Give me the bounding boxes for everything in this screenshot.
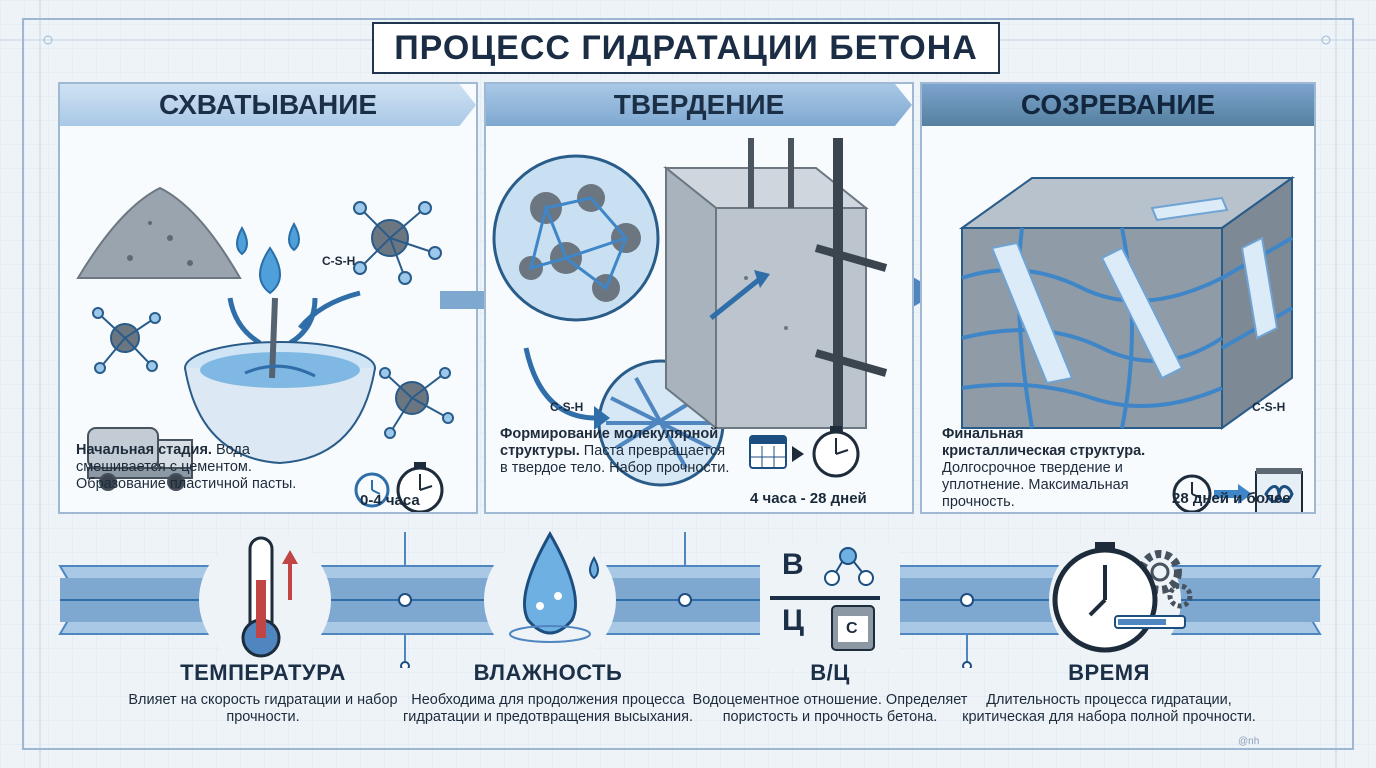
cement-bag-label: C [846,620,858,637]
stage-panel-setting: СХВАТЫВАНИЕ [58,82,478,514]
csh-label: C-S-H [1252,400,1286,414]
molecule-network-icon [492,154,660,322]
stage-description-text: Вода смешивается с цементом. Образование… [76,442,297,492]
stage-description-bold: Начальная стадия. [76,442,212,458]
factor-desc-wc-ratio: Водоцементное отношение. Определяет пори… [692,692,968,725]
mixing-bowl-icon [184,297,376,465]
calendar-icon [749,435,787,469]
stopwatch-icon [812,426,860,478]
stage-title: СХВАТЫВАНИЕ [60,84,476,126]
factor-title-time: ВРЕМЯ [1068,660,1150,685]
stage-description-bold: Формирование молекулярной структуры. [500,426,719,459]
clock-icon [1172,474,1212,512]
factors-ribbon [58,530,1322,668]
stage-illustration [492,138,888,487]
clock-icon [354,472,390,508]
thermometer-icon [241,536,298,658]
stage-duration: 0-4 часа [360,492,420,509]
water-drop-icon [236,221,300,295]
molecule-icon [824,547,874,586]
stage-panel-maturation: СОЗРЕВАНИЕ [920,82,1316,514]
stage-description-bold: Финальная кристаллическая структура. [942,426,1146,459]
stage-description-text: Долгосрочное твердение и уплотнение. Мак… [942,460,1129,510]
stage-description: Финальная кристаллическая структура. Дол… [942,426,1148,511]
stage-title: ТВЕРДЕНИЕ [486,84,912,126]
stage-illustration [76,186,454,512]
factor-desc-humidity: Необходима для продолжения процесса гидр… [403,692,693,725]
stage-description-text: Паста превращается в твердое тело. Набор… [500,443,730,476]
stage-duration: 4 часа - 28 дней [750,490,867,507]
factor-title-wc-ratio: В/Ц [810,660,850,685]
stopwatch-icon [396,462,444,512]
molecule-icon [379,367,454,439]
stage-description: Формирование молекулярной структуры. Пас… [500,426,730,477]
water-drop-icon [509,530,599,643]
stage-description: Начальная стадия. Вода смешивается с цем… [76,442,302,493]
stage-illustration [958,176,1303,512]
watermark: @nh [1238,736,1260,747]
outer-frame [22,18,1354,750]
factor-desc-time: Длительность процесса гидратации, критич… [962,692,1256,725]
wc-water-letter: В [782,548,804,581]
molecule-icon [353,201,442,285]
mixer-truck-icon [87,427,193,491]
gear-icon [1138,550,1193,609]
factor-title-temperature: ТЕМПЕРАТУРА [180,660,346,685]
factor-desc-temperature: Влияет на скорость гидратации и набор пр… [128,692,398,725]
page-title: ПРОЦЕСС ГИДРАТАЦИИ БЕТОНА [372,22,1000,74]
molecule-icon [92,307,161,374]
rebar-block-icon [663,138,888,468]
stage-title: СОЗРЕВАНИЕ [922,84,1314,126]
crystal-cube-icon [958,176,1296,430]
stage-panel-hardening: ТВЕРДЕНИЕ [484,82,914,514]
factor-title-humidity: ВЛАЖНОСТЬ [473,660,623,685]
cement-pile-icon [76,186,242,279]
infinity-icon [1255,468,1303,512]
stopwatch-icon [1052,542,1186,653]
cement-bag-icon [831,605,875,651]
wc-cement-letter: Ц [782,604,804,637]
csh-label: C-S-H [322,254,356,268]
stage-duration: 28 дней и более [1172,490,1291,507]
csh-label: C-S-H [550,400,584,414]
